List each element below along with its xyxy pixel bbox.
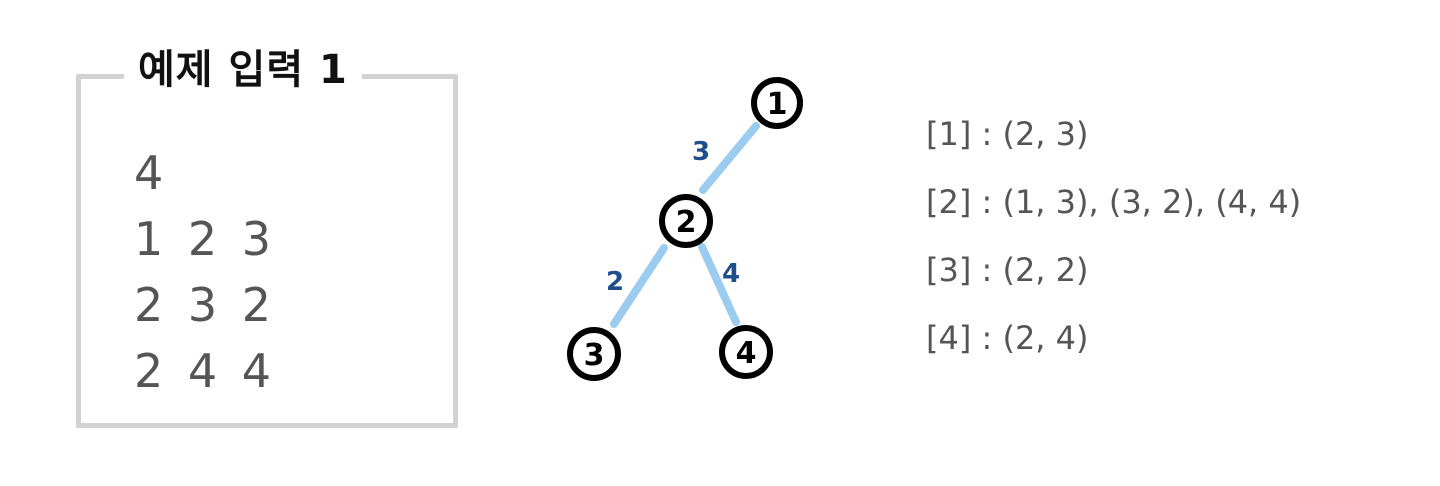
node-1: 1 xyxy=(751,77,803,129)
node-2-label: 2 xyxy=(676,205,697,240)
edge-2-4 xyxy=(698,243,740,326)
tree-edges xyxy=(610,122,760,328)
node-4: 4 xyxy=(719,325,773,379)
input-line-edge-1: 1 2 3 xyxy=(134,212,272,266)
edge-weight-2-4: 4 xyxy=(722,259,740,289)
edge-1-2 xyxy=(699,122,760,194)
adjacency-list: [1] : (2, 3) [2] : (1, 3), (3, 2), (4, 4… xyxy=(926,100,1301,372)
adjacency-row-4: [4] : (2, 4) xyxy=(926,319,1089,357)
node-4-label: 4 xyxy=(736,336,757,371)
input-line-count: 4 xyxy=(134,146,164,200)
input-line-edge-3: 2 4 4 xyxy=(134,344,272,398)
edge-weight-2-3: 2 xyxy=(606,267,624,297)
edge-2-3 xyxy=(610,244,668,328)
tree-edge-weights: 3 2 4 xyxy=(606,137,740,297)
node-3: 3 xyxy=(567,327,621,381)
input-example-title: 예제 입력 1 xyxy=(124,42,362,98)
edge-weight-1-2: 3 xyxy=(692,137,710,167)
adjacency-row-1: [1] : (2, 3) xyxy=(926,115,1089,153)
node-3-label: 3 xyxy=(584,338,605,373)
tree-nodes: 1 2 3 4 xyxy=(567,77,803,381)
adjacency-row-2: [2] : (1, 3), (3, 2), (4, 4) xyxy=(926,183,1302,221)
input-example-lines: 4 1 2 3 2 3 2 2 4 4 xyxy=(134,140,271,404)
node-1-label: 1 xyxy=(767,87,788,122)
adjacency-row-3: [3] : (2, 2) xyxy=(926,251,1089,289)
node-2: 2 xyxy=(659,194,713,248)
input-line-edge-2: 2 3 2 xyxy=(134,278,272,332)
